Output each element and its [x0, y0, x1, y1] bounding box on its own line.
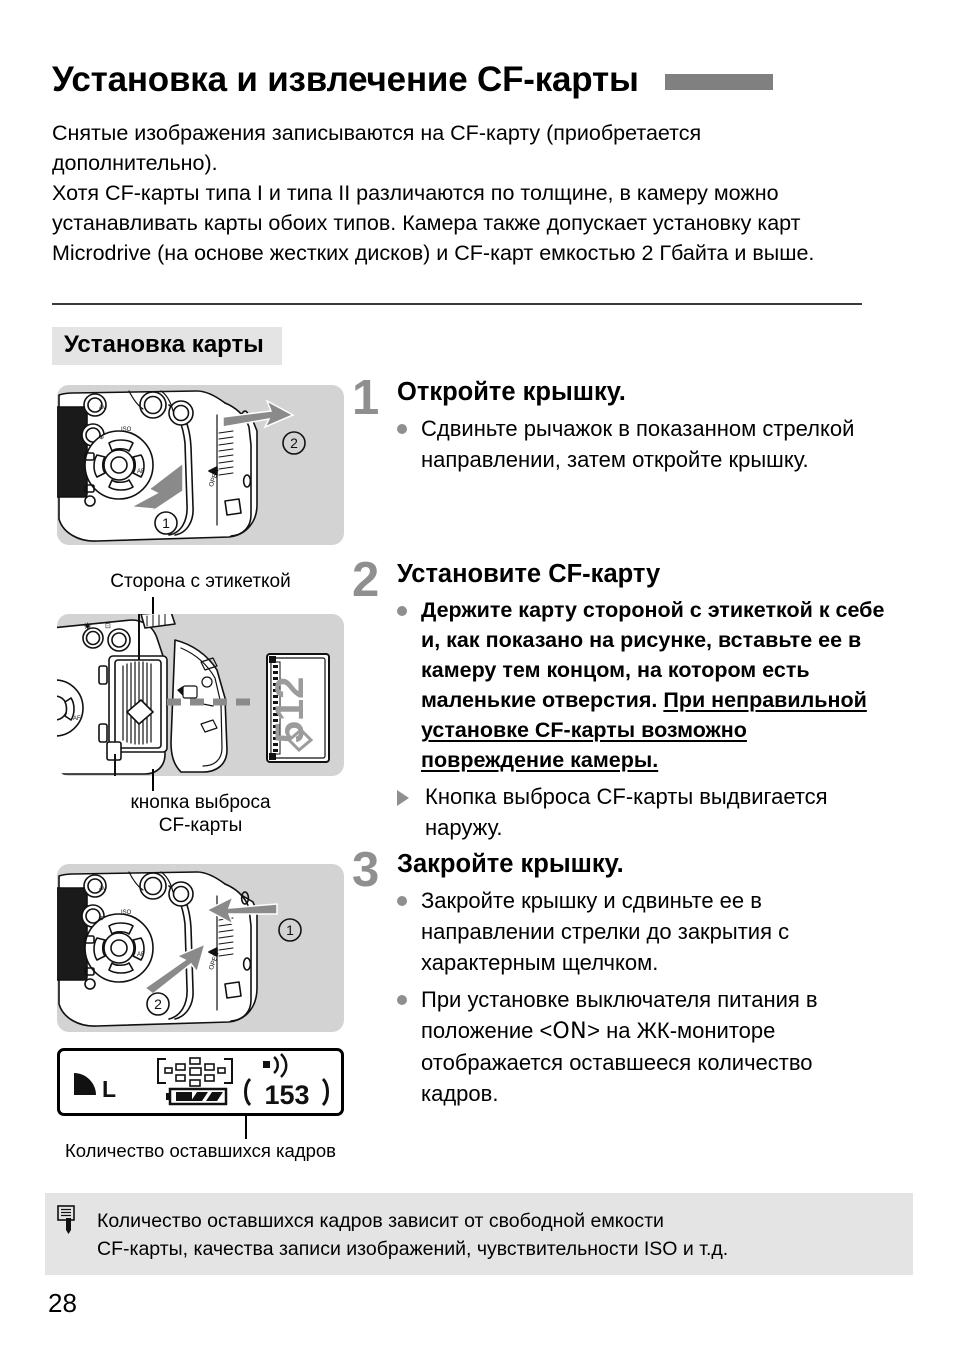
leader-line-remaining-frames	[245, 1115, 247, 1139]
svg-text:AF: AF	[137, 952, 145, 958]
svg-text:L: L	[102, 1076, 116, 1102]
step-3-bullet-2: При установке выключателя питания в поло…	[397, 984, 892, 1109]
step-2-bullet-1-text: Держите карту стороной с этикеткой к себ…	[421, 595, 892, 775]
af-points-squares	[164, 1057, 226, 1087]
bullet-dot-icon	[397, 595, 421, 775]
bullet-dot-icon	[397, 413, 421, 475]
step-3-bullet-2-before: При установке выключателя питания в поло…	[421, 987, 818, 1044]
step-2-bullet-2: Кнопка выброса CF-карты выдвигается нару…	[397, 781, 892, 843]
step-3-bullet-2-text: При установке выключателя питания в поло…	[421, 984, 892, 1109]
horizontal-divider	[52, 303, 862, 305]
step-2-number: 2	[352, 553, 380, 607]
caption-label-side: Сторона с этикеткой	[110, 571, 291, 592]
svg-text:ISO: ISO	[121, 910, 132, 916]
svg-text:Av: Av	[99, 886, 106, 892]
cf-card: 512	[266, 653, 330, 763]
arrow-2	[222, 399, 295, 429]
svg-text:⊕: ⊕	[99, 916, 104, 922]
step-2-bullet-1-underlined: При неправильной установке CF-карты возм…	[421, 688, 867, 773]
lcd-panel-display: L	[57, 1048, 344, 1116]
step-3-number: 3	[352, 843, 380, 897]
remaining-shots-value: 153	[264, 1080, 309, 1110]
power-switch-on-value: ON	[552, 1019, 588, 1045]
svg-text:1: 1	[286, 922, 294, 938]
illustration-camera-close-cover: Av ⊕ ISO AF OPEN 1 2	[57, 864, 344, 1032]
page-title: Установка и извлечение CF-карты	[52, 60, 639, 99]
caption-eject-line-1: кнопка выброса	[130, 792, 271, 813]
caption-eject-line-2: CF-карты	[158, 815, 243, 836]
svg-text:AF: AF	[73, 716, 81, 722]
section-label: Установка карты	[52, 327, 282, 365]
step-1-bullet-1: Сдвиньте рычажок в показанном стрелкой н…	[397, 413, 892, 475]
step-3-bullet-1: Закройте крышку и сдвиньте ее в направле…	[397, 885, 892, 978]
step-1-bullet-1-text: Сдвиньте рычажок в показанном стрелкой н…	[421, 416, 855, 473]
bullet-dot-icon	[397, 885, 421, 978]
arrow-1	[128, 461, 184, 516]
battery-full-icon	[166, 1087, 228, 1106]
svg-text:⊡: ⊡	[105, 623, 111, 630]
note-line-1: Количество оставшихся кадров зависит от …	[97, 1210, 664, 1232]
svg-text:1: 1	[162, 515, 170, 531]
note-text: Количество оставшихся кадров зависит от …	[97, 1207, 899, 1263]
caption-remaining-frames: Количество оставшихся кадров	[64, 1140, 337, 1161]
leader-line-label-side	[152, 597, 154, 619]
step-3-bullet-1-text: Закройте крышку и сдвиньте ее в направле…	[421, 888, 790, 976]
illustration-camera-open-cover: Av ⊕ ISO AF OPEN 1 2	[57, 385, 344, 545]
step-3: 3 Закройте крышку. Закройте крышку и сдв…	[352, 846, 892, 1109]
step-1-number: 1	[352, 371, 380, 425]
svg-text:✷: ✷	[83, 621, 92, 633]
arrow-1	[205, 895, 278, 926]
remaining-shots-brackets	[244, 1077, 329, 1107]
bullet-triangle-icon	[397, 781, 425, 843]
title-accent-bar	[664, 74, 773, 90]
svg-text:ISO: ISO	[121, 427, 132, 433]
intro-paragraph-1: Снятые изображения записываются на CF-ка…	[52, 121, 702, 175]
leader-line-eject-button	[152, 769, 154, 791]
fine-large-quality-icon	[74, 1073, 96, 1095]
af-points-icon	[157, 1058, 233, 1084]
step-2-bullet-1: Держите карту стороной с этикеткой к себ…	[397, 595, 892, 775]
page-header: Установка и извлечение CF-карты	[52, 60, 912, 100]
note-box: Количество оставшихся кадров зависит от …	[45, 1193, 913, 1275]
intro-text: Снятые изображения записываются на CF-ка…	[52, 118, 862, 268]
beeper-on-icon	[263, 1053, 288, 1078]
step-2-bullet-2-text: Кнопка выброса CF-карты выдвигается нару…	[425, 784, 828, 841]
svg-text:2: 2	[290, 435, 298, 451]
bullet-dot-icon	[397, 984, 421, 1109]
step-2: 2 Установите CF-карту Держите карту стор…	[352, 556, 892, 843]
caption-eject-button: кнопка выброса CF-карты	[57, 791, 344, 837]
illustration-camera-insert-cf-card: ✷ ⊡ AF 512	[57, 614, 344, 776]
step-1: 1 Откройте крышку. Сдвиньте рычажок в по…	[352, 374, 892, 475]
page-number: 28	[48, 1288, 77, 1318]
svg-text:⊕: ⊕	[99, 435, 104, 441]
svg-text:Av: Av	[99, 405, 106, 411]
step-2-bullet-1-plain: Держите карту стороной с этикеткой к себ…	[421, 598, 885, 713]
note-memo-icon	[57, 1205, 79, 1235]
note-line-2: CF-карты, качества записи изображений, ч…	[97, 1238, 729, 1260]
svg-text:AF: AF	[137, 469, 145, 475]
step-1-heading: Откройте крышку.	[397, 378, 626, 406]
arrow-2	[143, 942, 207, 995]
intro-paragraph-2: Хотя CF-карты типа I и типа II различают…	[52, 181, 815, 265]
step-3-bullet-2-after: > на ЖК-мониторе отображается оставшееся…	[421, 1018, 813, 1107]
step-2-heading: Установите CF-карту	[397, 560, 661, 588]
step-3-heading: Закройте крышку.	[397, 850, 624, 878]
svg-text:2: 2	[154, 996, 162, 1012]
